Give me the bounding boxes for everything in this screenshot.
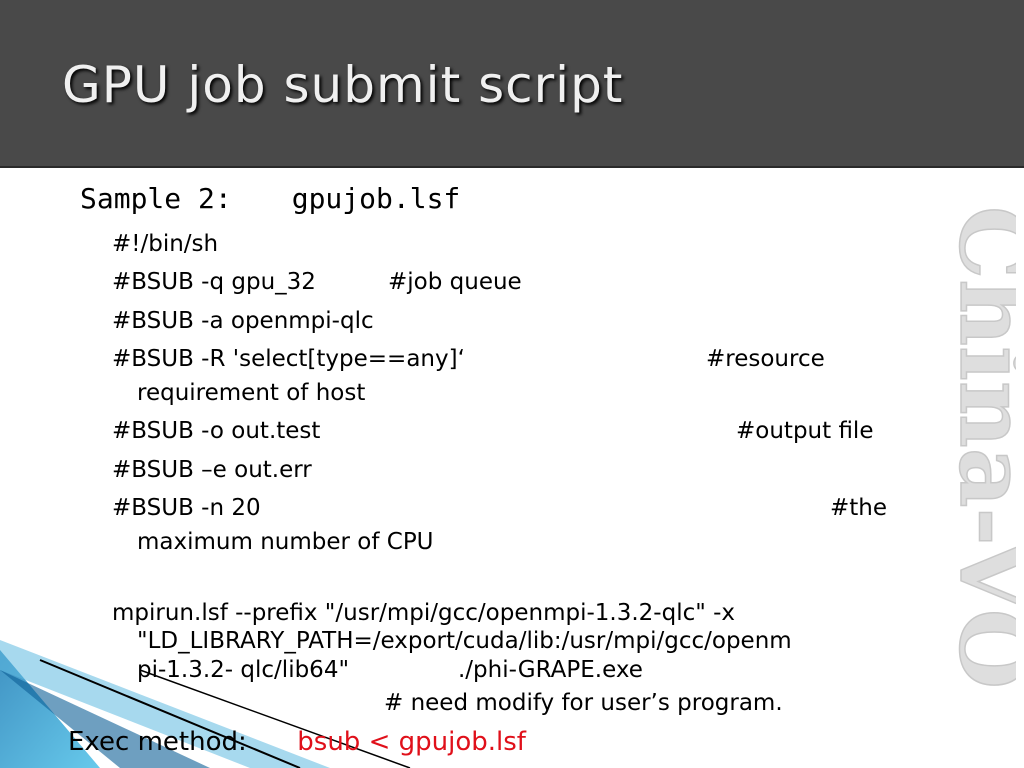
script-line-ncpu: #BSUB -n 20 bbox=[112, 495, 261, 521]
slide-title: GPU job submit script bbox=[62, 56, 624, 114]
script-line-mpirun-3a: pi-1.3.2- qlc/lib64" bbox=[137, 657, 350, 683]
china-vo-watermark: China-VO bbox=[938, 206, 1016, 690]
script-line-mpirun-2: "LD_LIBRARY_PATH=/export/cuda/lib:/usr/m… bbox=[137, 628, 792, 654]
sample-heading: Sample 2: gpujob.lsf bbox=[80, 182, 460, 215]
script-comment-ncpu-cont: maximum number of CPU bbox=[137, 529, 434, 555]
exec-label: Exec method: bbox=[68, 727, 247, 757]
script-line-mpirun-1: mpirun.lsf --prefix "/usr/mpi/gcc/openmp… bbox=[112, 600, 736, 626]
script-comment-ncpu: #the bbox=[830, 495, 888, 521]
script-comment-queue: #job queue bbox=[388, 269, 522, 295]
script-note-modify: # need modify for user’s program. bbox=[384, 690, 783, 716]
script-line-queue: #BSUB -q gpu_32 bbox=[112, 269, 316, 295]
slide-header: GPU job submit script bbox=[0, 0, 1024, 168]
sample-filename: gpujob.lsf bbox=[291, 182, 461, 215]
script-comment-resource-cont: requirement of host bbox=[137, 380, 366, 406]
blue-swoosh-decoration bbox=[0, 640, 411, 768]
svg-text:China-VO: China-VO bbox=[939, 206, 1016, 689]
script-line-output: #BSUB -o out.test bbox=[112, 418, 321, 444]
script-line-mpirun-3b: ./phi-GRAPE.exe bbox=[458, 657, 643, 683]
exec-method: Exec method: bsub < gpujob.lsf bbox=[68, 727, 526, 757]
exec-command: bsub < gpujob.lsf bbox=[297, 727, 526, 757]
script-line-shebang: #!/bin/sh bbox=[112, 231, 219, 257]
script-line-error: #BSUB –e out.err bbox=[112, 457, 312, 483]
script-line-resource: #BSUB -R 'select[type==any]‘ bbox=[112, 346, 465, 372]
script-line-app: #BSUB -a openmpi-qlc bbox=[112, 308, 374, 334]
sample-label: Sample 2: bbox=[80, 182, 232, 215]
script-comment-output: #output file bbox=[736, 418, 874, 444]
script-comment-resource: #resource bbox=[706, 346, 825, 372]
